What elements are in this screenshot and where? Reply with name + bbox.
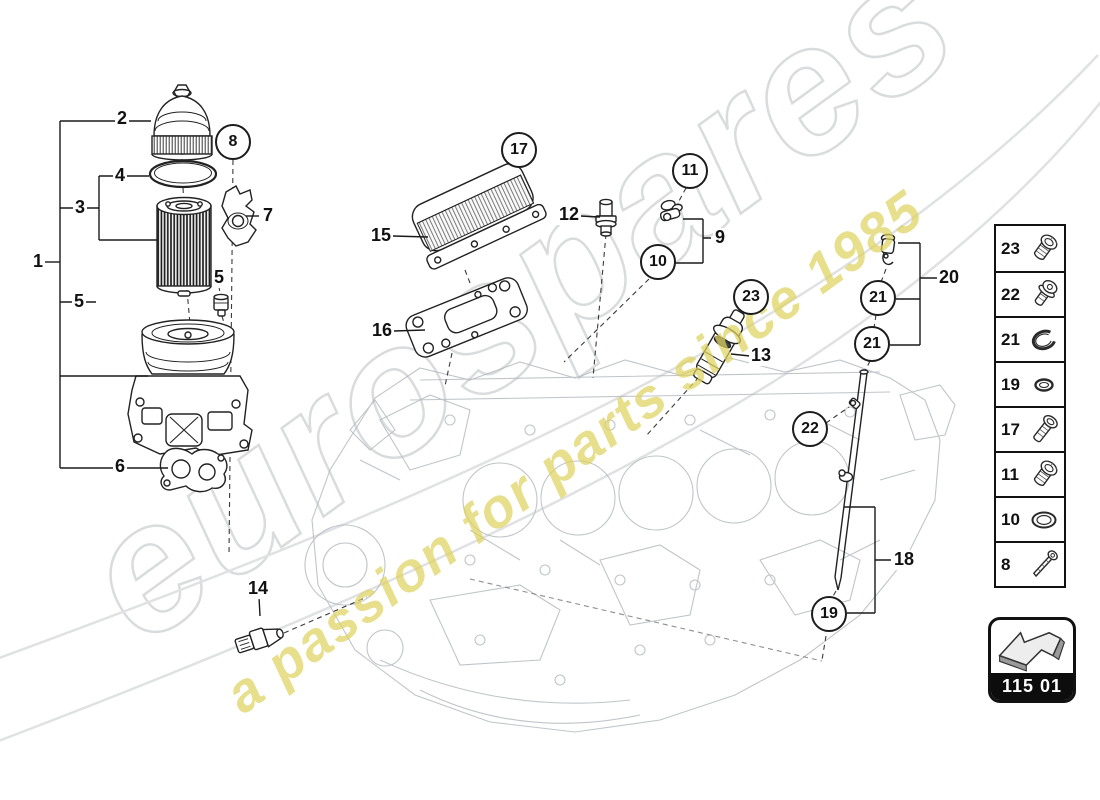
part-dipstick-tube <box>834 369 869 591</box>
callout-label-15: 15 <box>368 225 394 246</box>
callout-label-5: 5 <box>71 291 87 312</box>
part-filter-element <box>156 196 212 297</box>
part-sensor-12 <box>595 198 617 237</box>
callout-label-12: 12 <box>556 204 582 225</box>
part-sensor-14 <box>234 627 284 654</box>
legend-row-19: 19 <box>996 361 1064 406</box>
callout-circle-19: 19 <box>811 596 847 632</box>
callout-circle-21: 21 <box>854 326 890 362</box>
legend-num-23: 23 <box>1001 238 1020 258</box>
legend-panel: 23 22 21 19 17 11 10 8 <box>994 224 1066 588</box>
legend-num-19: 19 <box>1001 374 1020 394</box>
assembly-dashed-lines <box>181 150 887 662</box>
legend-row-8: 8 <box>996 541 1064 586</box>
swoosh-curves <box>0 54 1100 742</box>
seal-ring-icon <box>1024 499 1064 541</box>
part-cooler-gasket <box>405 277 528 358</box>
callout-circle-10: 10 <box>640 244 676 280</box>
thin-long-screw-icon <box>1024 544 1064 586</box>
open-ring-icon <box>1024 319 1064 361</box>
callout-label-16: 16 <box>369 320 395 341</box>
part-o-ring-seal <box>148 159 218 189</box>
legend-row-11: 11 <box>996 451 1064 496</box>
callout-label-3: 3 <box>72 197 88 218</box>
flange-screw-icon <box>1024 274 1064 316</box>
part-filter-housing <box>127 319 253 457</box>
legend-row-21: 21 <box>996 316 1064 361</box>
legend-num-10: 10 <box>1001 509 1020 529</box>
legend-num-8: 8 <box>1001 554 1011 574</box>
callout-circle-23: 23 <box>733 279 769 315</box>
callout-circle-21: 21 <box>860 280 896 316</box>
socket-bolt-icon <box>1024 454 1064 496</box>
callout-label-18: 18 <box>891 549 917 570</box>
legend-row-22: 22 <box>996 271 1064 316</box>
part-funnel-20 <box>880 233 896 266</box>
callout-label-6: 6 <box>112 456 128 477</box>
diagram-code: 115 01 <box>991 673 1073 700</box>
callout-label-14: 14 <box>245 578 271 599</box>
long-screw-icon <box>1024 409 1064 451</box>
part-oil-cooler <box>411 163 547 270</box>
callout-label-2: 2 <box>114 108 130 129</box>
callout-circle-22: 22 <box>792 411 828 447</box>
legend-num-11: 11 <box>1001 464 1019 484</box>
legend-row-10: 10 <box>996 496 1064 541</box>
part-oil-filter-cap <box>151 84 213 161</box>
part-gasket-bracket <box>159 447 228 493</box>
socket-bolt-icon <box>1024 228 1064 270</box>
small-ring-icon <box>1024 364 1064 406</box>
part-clamp-9 <box>659 199 683 222</box>
callout-label-7: 7 <box>260 205 276 226</box>
legend-num-21: 21 <box>1001 329 1020 349</box>
part-retaining-bracket <box>221 185 257 247</box>
legend-num-17: 17 <box>1001 419 1020 439</box>
callout-circle-17: 17 <box>501 132 537 168</box>
part-valve-insert <box>213 293 229 317</box>
engine-block-sketch <box>304 357 956 733</box>
callout-label-9: 9 <box>712 227 728 248</box>
callout-label-13: 13 <box>748 345 774 366</box>
legend-row-23: 23 <box>996 226 1064 271</box>
callout-label-1: 1 <box>30 251 46 272</box>
legend-num-22: 22 <box>1001 284 1020 304</box>
callout-circle-11: 11 <box>672 153 708 189</box>
callout-label-4: 4 <box>112 165 128 186</box>
legend-row-17: 17 <box>996 406 1064 451</box>
callout-circle-8: 8 <box>215 124 251 160</box>
callout-label-20: 20 <box>936 267 962 288</box>
part-valve-13 <box>693 309 745 385</box>
corner-arrow-3d-icon <box>991 620 1073 676</box>
diagram-code-box: 115 01 <box>988 617 1076 703</box>
callout-label-5: 5 <box>211 267 227 288</box>
